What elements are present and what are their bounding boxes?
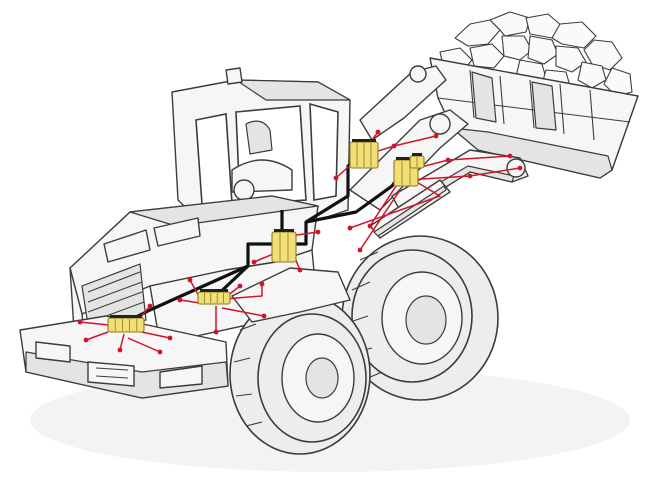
lube-point-marker [259,281,265,287]
lube-point-marker [391,143,397,149]
distributor-fittings [352,139,376,142]
lube-point-marker [187,277,193,283]
distributor-fittings [274,229,294,232]
lube-point-marker [147,303,153,309]
rock-load [439,11,633,97]
distributor-block [409,153,425,169]
lube-point-marker [213,329,219,335]
lube-point-marker [507,153,513,159]
lube-point-marker [315,229,321,235]
lube-line-segment [359,189,401,251]
lube-line-segment [221,307,265,317]
lube-point-marker [77,319,83,325]
lube-line-segment [119,333,125,351]
front-bumper [19,315,229,399]
distributor-body [271,231,297,263]
distributor-block [349,139,379,169]
lubrication-points [77,129,523,355]
distributor-block [271,229,297,263]
distributor-block [197,289,231,305]
lube-point-marker [445,157,451,163]
distributor-fittings [396,157,416,160]
distributor-body [197,291,231,305]
lube-point-marker [433,133,439,139]
distributor-fittings [200,289,228,292]
lube-point-marker [261,313,267,319]
lube-point-marker [333,175,339,181]
lube-point-marker [117,347,123,353]
lube-line-segment [349,177,441,229]
cab [171,67,351,227]
distributor-blocks [107,139,425,333]
lube-point-marker [237,283,243,289]
bucket [429,57,639,179]
distributor-fittings [412,153,422,156]
rear-wheel [341,235,499,401]
lube-point-marker [357,247,363,253]
lube-point-marker [367,223,373,229]
lube-point-marker [297,267,303,273]
lube-point-marker [347,225,353,231]
distributor-fittings [110,315,142,318]
lube-point-marker [167,335,173,341]
lube-point-marker [375,129,381,135]
lube-point-marker [517,165,523,171]
lube-point-marker [251,259,257,265]
lift-arm [349,65,529,239]
lube-point-marker [157,349,163,355]
lube-point-marker [83,337,89,343]
distributor-block [107,315,145,333]
lube-point-marker [467,173,473,179]
lube-point-marker [177,297,183,303]
lube-line-segment [85,331,109,341]
lube-line-segment [127,337,161,353]
distributor-body [107,317,145,333]
front-wheel [229,267,371,455]
